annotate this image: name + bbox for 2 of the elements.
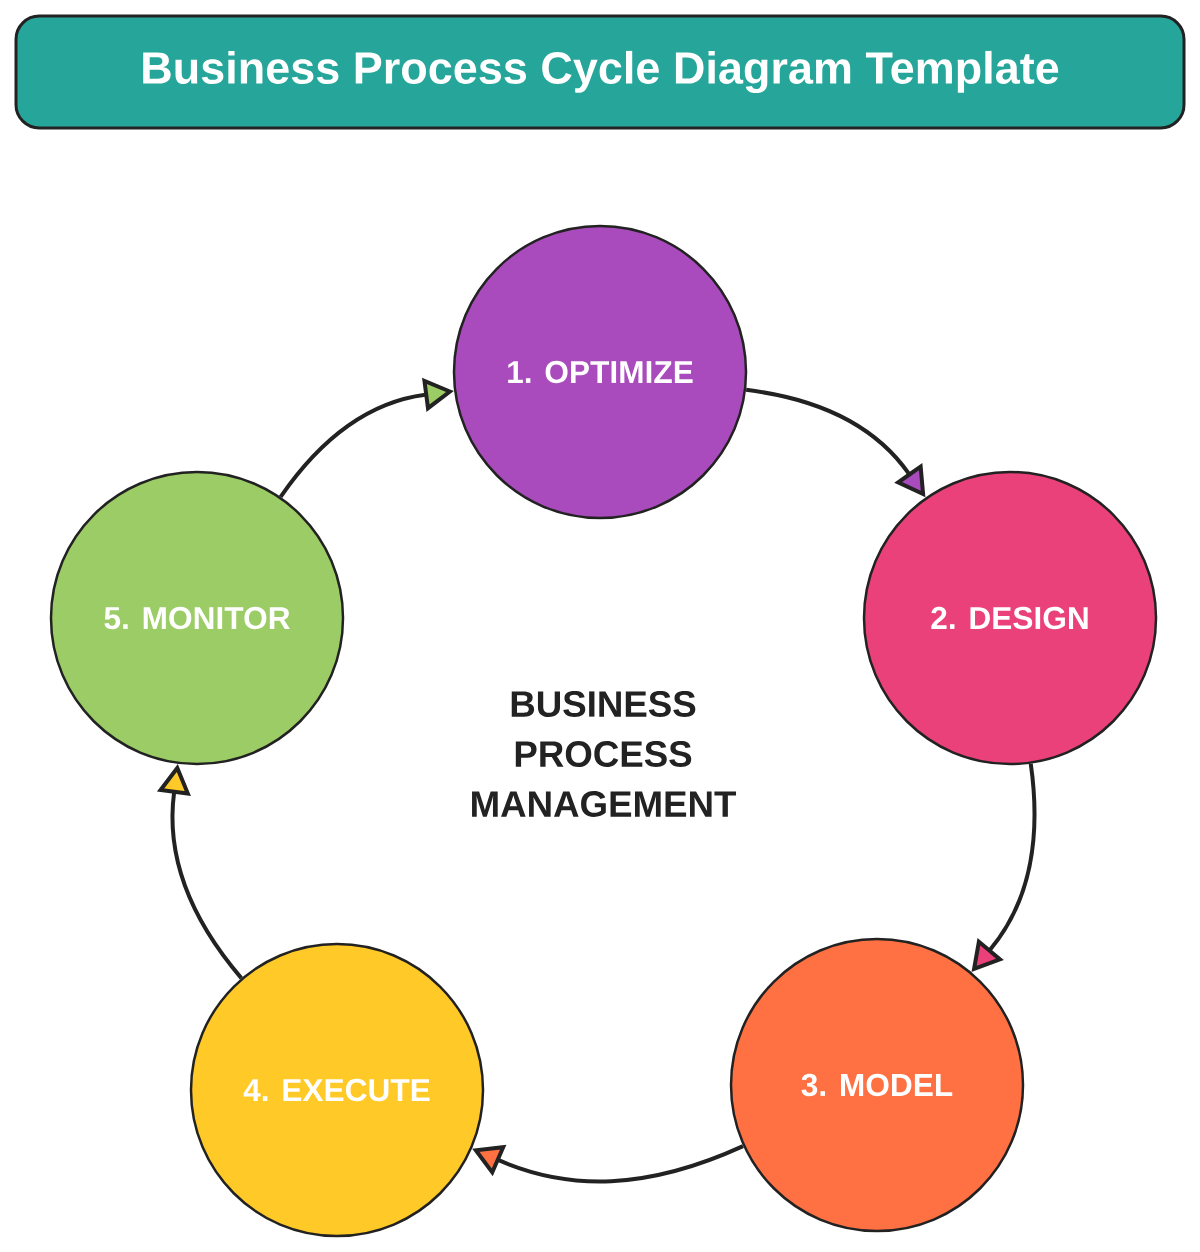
title-banner: Business Process Cycle Diagram Template [14,14,1186,130]
center-label: BUSINESS PROCESS MANAGEMENT [472,691,736,817]
